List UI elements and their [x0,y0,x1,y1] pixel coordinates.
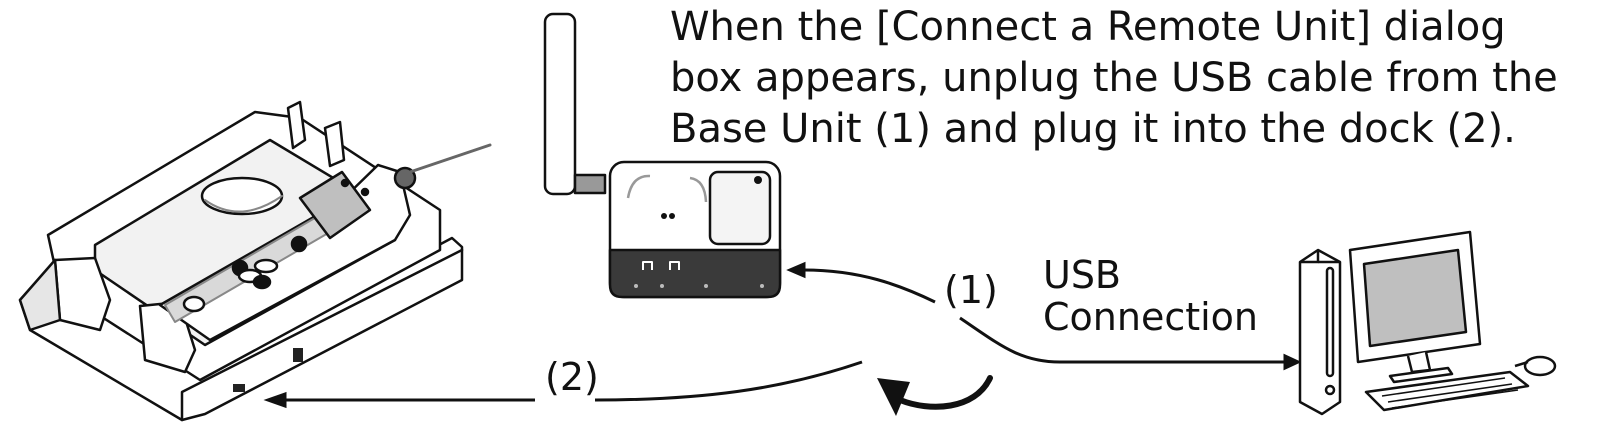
usb-cable-1 [786,261,1302,371]
instruction-line-2: box appears, unplug the USB cable from t… [670,55,1558,101]
usb-label-line-2: Connection [1043,295,1259,339]
usb-label-line-1: USB [1043,253,1122,297]
usb-connection-label: USB Connection [1043,254,1258,338]
usb-cable-2 [263,360,863,409]
instruction-line-1: When the [Connect a Remote Unit] dialog [670,4,1506,50]
step-2-label: (2) [545,355,599,399]
base-unit-illustration [543,12,782,299]
computer-illustration [1298,230,1557,416]
step-1-label: (1) [944,268,998,312]
dock-illustration [18,100,492,422]
instruction-line-3: Base Unit (1) and plug it into the dock … [670,106,1516,152]
instruction-text: When the [Connect a Remote Unit] dialog … [670,2,1595,155]
curved-arrow [877,375,993,416]
